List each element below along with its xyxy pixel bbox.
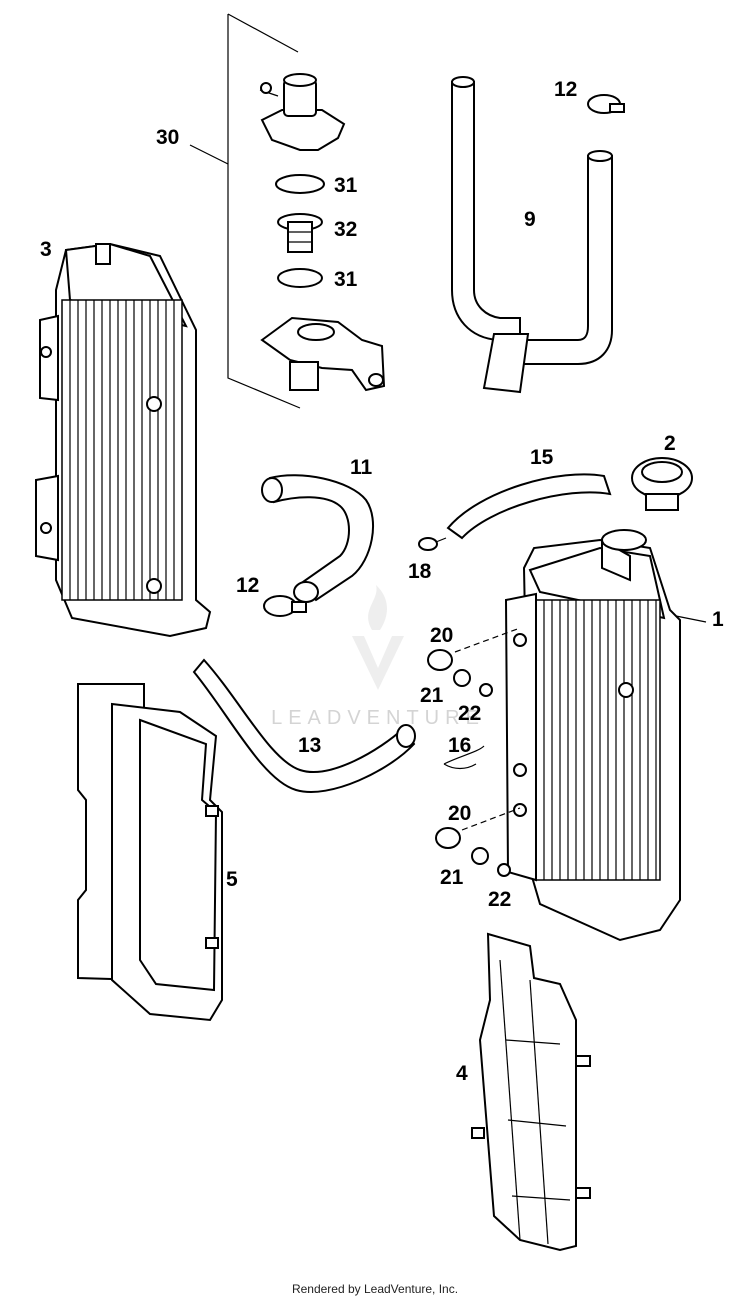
callout-20-bottom: 20	[448, 802, 471, 825]
callout-22-top: 22	[458, 702, 481, 725]
shroud-5	[77, 683, 223, 1022]
watermark-logo	[352, 585, 404, 690]
callout-31-bottom: 31	[334, 268, 358, 291]
callout-11: 11	[350, 456, 373, 479]
thermostat-group	[189, 13, 386, 409]
callout-3: 3	[40, 238, 52, 261]
callout-13: 13	[298, 734, 321, 757]
callout-2: 2	[664, 432, 676, 455]
hose-11	[261, 474, 374, 603]
callout-30: 30	[156, 126, 179, 149]
mount-hardware	[427, 627, 521, 877]
callouts: 1 2 3 4 5 9 11 12 12 13 15 16 18 20 20 2…	[40, 78, 724, 1085]
hose-9	[451, 76, 613, 394]
callout-22-bottom: 22	[488, 888, 511, 911]
callout-20-top: 20	[430, 624, 453, 647]
leader-30	[189, 144, 229, 165]
callout-5: 5	[226, 868, 238, 891]
callout-15: 15	[530, 446, 554, 469]
callout-12-mid: 12	[236, 574, 259, 597]
hose-15	[446, 473, 612, 540]
callout-16: 16	[448, 734, 471, 757]
callout-12-top: 12	[554, 78, 577, 101]
hose-13	[192, 658, 416, 793]
callout-31-top: 31	[334, 174, 358, 197]
footer-credit: Rendered by LeadVenture, Inc.	[291, 1282, 459, 1296]
radiator-cap-2	[631, 457, 693, 511]
callout-21-top: 21	[420, 684, 444, 707]
callout-9: 9	[524, 208, 536, 231]
callout-4: 4	[456, 1062, 468, 1085]
radiator-left	[35, 242, 212, 638]
watermark-text: LEADVENTURE	[271, 707, 485, 729]
clamp-12-mid	[263, 595, 307, 617]
callout-1: 1	[712, 608, 724, 631]
clip-18	[418, 537, 447, 551]
callout-21-bottom: 21	[440, 866, 464, 889]
shroud-4	[471, 932, 591, 1252]
callout-18: 18	[408, 560, 432, 583]
callout-32: 32	[334, 218, 357, 241]
radiator-right	[504, 529, 707, 942]
clamp-12-top	[587, 94, 625, 114]
